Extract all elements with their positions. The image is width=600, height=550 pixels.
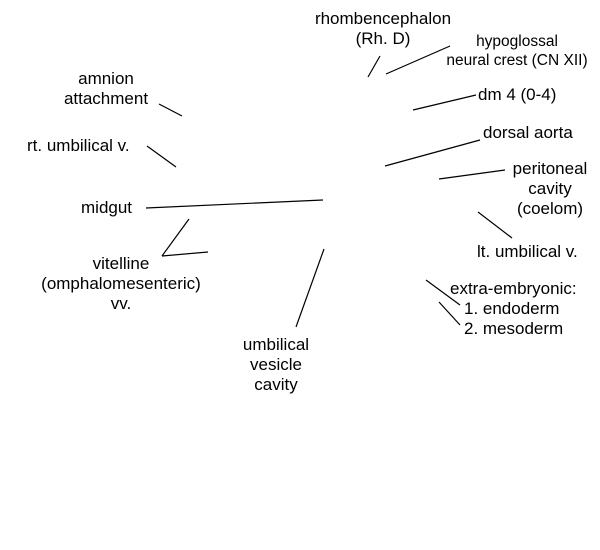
label-umbilical-vesicle-line2: vesicle [250, 355, 302, 374]
label-hypoglossal-line1: hypoglossal [476, 33, 558, 50]
label-rhombencephalon: rhombencephalon (Rh. D) [293, 9, 473, 49]
label-extra-embryonic-heading: extra-embryonic: [450, 279, 577, 298]
label-vitelline-line1: vitelline [92, 254, 150, 273]
leader-line-vitelline-b [161, 251, 209, 257]
label-vitelline-line2: (omphalomesenteric) [41, 274, 201, 293]
leader-line-rt-umbilical [146, 145, 177, 168]
label-peritoneal: peritoneal cavity (coelom) [498, 159, 600, 219]
leader-line-hypoglossal [385, 45, 451, 75]
leader-line-midgut [145, 199, 324, 209]
label-amnion-line2: attachment [63, 89, 149, 108]
label-peritoneal-line1: peritoneal [512, 159, 588, 178]
label-extra-embryonic: extra-embryonic: 1. endoderm 2. mesoderm [450, 279, 577, 339]
label-amnion: amnion attachment [56, 69, 156, 109]
leader-line-mesoderm [438, 301, 461, 326]
label-mesoderm: 2. mesoderm [464, 319, 564, 338]
leader-line-endoderm [425, 279, 461, 306]
label-dorsal-aorta: dorsal aorta [483, 123, 573, 142]
label-dm4: dm 4 (0-4) [478, 85, 557, 104]
leader-line-umbilical-vesicle [295, 248, 325, 328]
label-peritoneal-line2: cavity [528, 179, 572, 198]
label-rt-umbilical: rt. umbilical v. [27, 136, 130, 155]
label-midgut: midgut [81, 198, 133, 217]
leader-line-vitelline-a [161, 218, 190, 257]
label-endoderm: 1. endoderm [464, 299, 560, 318]
leader-line-peritoneal [438, 169, 506, 180]
label-lt-umbilical: lt. umbilical v. [477, 242, 578, 261]
leader-line-lt-umbilical [477, 211, 513, 239]
label-umbilical-vesicle: umbilical vesicle cavity [221, 335, 331, 395]
leader-line-dm4 [412, 94, 477, 111]
leader-line-rhombencephalon [367, 55, 381, 78]
label-hypoglossal-line2: neural crest (CN XII) [446, 52, 588, 69]
label-umbilical-vesicle-line1: umbilical [242, 335, 310, 354]
leader-line-dorsal-aorta [384, 139, 481, 167]
label-hypoglossal: hypoglossal neural crest (CN XII) [429, 32, 600, 70]
label-umbilical-vesicle-line3: cavity [254, 375, 298, 394]
label-amnion-line1: amnion [78, 69, 134, 88]
label-vitelline-line3: vv. [110, 294, 132, 313]
label-rhombencephalon-line2: (Rh. D) [355, 29, 411, 48]
label-peritoneal-line3: (coelom) [516, 199, 584, 218]
label-rhombencephalon-line1: rhombencephalon [314, 9, 452, 28]
label-vitelline: vitelline (omphalomesenteric) vv. [20, 254, 222, 314]
leader-line-amnion [158, 103, 183, 117]
